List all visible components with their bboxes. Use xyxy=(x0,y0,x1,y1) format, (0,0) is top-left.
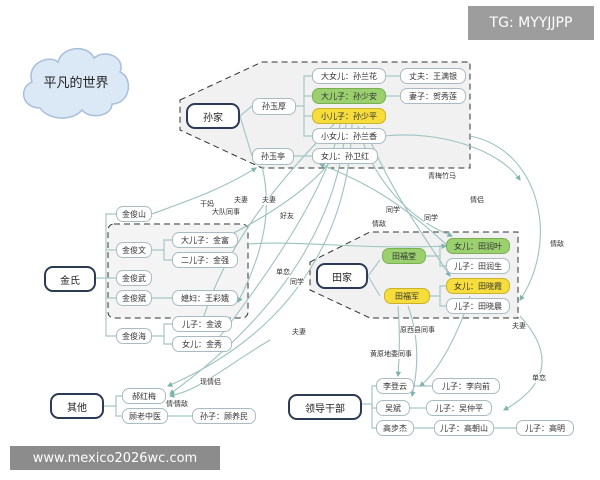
watermark-bottom: www.mexico2026wc.com xyxy=(10,446,220,470)
relation-label: 原西县同事 xyxy=(400,326,435,335)
relation-label: 情侣 xyxy=(470,196,484,205)
jin-family-lines xyxy=(96,213,172,345)
person-jin-junshan: 金俊山 xyxy=(116,206,152,222)
relation-label: 干妈 xyxy=(200,200,214,209)
sun-family-lines xyxy=(239,75,400,157)
person-jin-bo: 儿子：金波 xyxy=(172,316,232,332)
person-sun-yuting: 孙玉亭 xyxy=(252,148,294,165)
person-gao-buzhi: 高步杰 xyxy=(376,420,414,436)
relation-label: 大队同事 xyxy=(212,208,240,217)
relation-label: 情敌 xyxy=(550,240,564,249)
person-jin-xiu: 女儿：金秀 xyxy=(172,336,232,352)
watermark-top: TG: MYYJJPP xyxy=(468,6,594,40)
relation-label: 现情侣 xyxy=(200,378,221,387)
person-wang-caie: 媳妇：王彩娥 xyxy=(172,290,238,306)
person-sun-lanxiang: 小女儿：孙兰香 xyxy=(312,128,386,144)
relation-label: 同学 xyxy=(424,214,438,223)
person-sun-weihong: 女儿：孙卫红 xyxy=(312,148,378,164)
relation-label: 夫妻 xyxy=(292,328,306,337)
person-hao-hongmei: 郝红梅 xyxy=(122,388,166,404)
person-he-xiulian: 妻子：贺秀莲 xyxy=(400,88,466,104)
relation-label: 情侣 xyxy=(166,400,180,409)
person-wu-zhongping: 儿子：吴仲平 xyxy=(426,400,492,416)
person-gao-ming: 儿子：高明 xyxy=(516,420,574,436)
person-gu-laozhongyi: 顾老中医 xyxy=(122,408,168,424)
person-jin-junwu: 金俊武 xyxy=(116,270,152,286)
tian-family-lines xyxy=(367,245,446,307)
relation-label: 情敌 xyxy=(174,400,188,409)
person-jin-qiang: 二儿子：金强 xyxy=(172,252,238,268)
hub-leaders: 领导干部 xyxy=(288,394,362,420)
person-sun-lanhua: 大女儿：孙兰花 xyxy=(312,68,386,84)
person-jin-junwen: 金俊文 xyxy=(116,242,152,258)
relation-label: 单恋 xyxy=(276,268,290,277)
person-tian-runye: 女儿：田润叶 xyxy=(446,238,510,254)
title-cloud xyxy=(22,48,130,119)
person-li-xiangqian: 儿子：李向前 xyxy=(432,378,500,394)
other-leader-lines xyxy=(104,385,516,429)
person-tian-futang: 田福堂 xyxy=(382,248,426,264)
person-sun-shaoping: 小儿子：孙少平 xyxy=(312,108,386,124)
relation-label: 单恋 xyxy=(532,374,546,383)
relation-label: 夫妻 xyxy=(512,322,526,331)
person-tian-runsheng: 儿子：田润生 xyxy=(446,258,510,274)
person-jin-fu: 大儿子：金富 xyxy=(172,232,238,248)
relation-label: 黄原地委同事 xyxy=(370,350,412,359)
person-wang-mancang: 丈夫：王满银 xyxy=(400,68,466,84)
relation-label: 夫妻 xyxy=(262,196,276,205)
relation-label: 情敌 xyxy=(372,220,386,229)
relation-label: 同学 xyxy=(290,278,304,287)
person-tian-xiaochen: 儿子：田晓晨 xyxy=(446,298,510,314)
hub-tian-family: 田家 xyxy=(316,263,368,289)
person-tian-xiaoxia: 女儿：田晓霞 xyxy=(446,278,510,294)
person-li-dengyun: 李登云 xyxy=(376,378,414,394)
relation-label: 夫妻 xyxy=(234,196,248,205)
person-wu-bin: 吴斌 xyxy=(376,400,410,416)
relation-label: 同学 xyxy=(386,206,400,215)
hub-jin-family: 金氏 xyxy=(44,266,96,292)
diagram-title: 平凡的世界 xyxy=(43,76,109,91)
hub-other: 其他 xyxy=(50,393,104,419)
person-jin-junhai: 金俊海 xyxy=(116,328,152,344)
person-gao-chaoshan: 儿子：高朝山 xyxy=(434,420,494,436)
hub-sun-family: 孙家 xyxy=(186,103,240,129)
person-sun-yuhou: 孙玉厚 xyxy=(252,98,296,115)
person-sun-shaoan: 大儿子：孙少安 xyxy=(312,88,386,104)
person-tian-fujun: 田福军 xyxy=(384,288,430,304)
person-gu-yangmin: 孙子：顾养民 xyxy=(192,408,256,424)
relation-label: 好友 xyxy=(280,212,294,221)
relation-label: 青梅竹马 xyxy=(428,172,456,181)
person-jin-junbin: 金俊斌 xyxy=(116,290,152,306)
